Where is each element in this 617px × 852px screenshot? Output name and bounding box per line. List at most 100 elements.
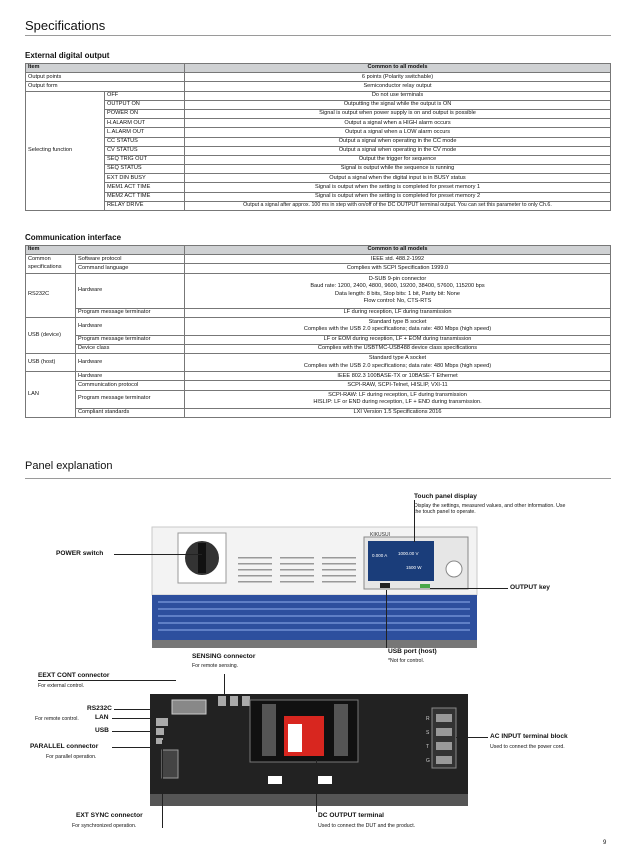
lan-port[interactable] [156,728,164,735]
value-cell: Complies with SCPI Specification 1999.0 [184,263,611,274]
value-line: Standard type A socket [368,355,427,362]
eext-cont-port[interactable] [171,699,207,715]
table-row: Program message terminator SCPI-RAW: LF … [26,389,611,409]
rotary-knob[interactable] [445,560,463,578]
item-cell: Communication protocol [74,380,186,391]
panel-title: Panel explanation [25,460,113,472]
screen-power: 1500 W [406,565,422,570]
header-cell: Common to all models [184,62,611,74]
power-switch-handle [198,543,206,573]
rs232c-desc: For remote control. [35,716,79,722]
table-row: Program message terminator LF during rec… [26,307,611,318]
sensing-port-2[interactable] [230,696,238,706]
common-spec-label: Common specifications [25,254,76,274]
usb-port[interactable] [156,738,163,744]
touch-panel-desc: Display the settings, measured values, a… [414,503,566,515]
item-cell: Device class [74,343,186,355]
lan-label: LAN [95,714,109,721]
table-row: Compliant standards LXI Version 1.5 Spec… [26,407,611,418]
item-cell: Command language [74,263,186,274]
table-header-row: Item Common to all models [24,244,611,256]
table-row: RS232C Hardware D-SUB 9-pin connector Ba… [25,272,611,318]
leader-line [456,737,488,738]
ext-sync-desc: For synchronized operation. [72,823,137,829]
screen-voltage: 1000.00 V [398,551,419,556]
ac-terminal [436,728,452,736]
ac-input-desc: Used to connect the power cord. [490,744,565,750]
function-name: EXT DIN BUSY [103,173,186,184]
dc-output-terminal-left[interactable] [262,704,276,756]
leader-line [316,760,317,812]
function-desc: Signal is output when the setting is com… [184,182,611,193]
touch-screen[interactable] [368,541,434,581]
value-line: Baud rate: 1200, 2400, 4800, 9600, 19200… [310,283,485,290]
ac-letter: R [426,716,430,722]
function-desc: Signal is output while the sequence is r… [184,164,611,175]
ext-digital-table: Item Common to all models Output points … [24,62,611,212]
sensing-desc: For remote sensing. [192,663,239,669]
function-name: OFF [103,90,186,101]
item-cell: Compliant standards [74,407,186,418]
item-cell: Output form [24,81,186,92]
dc-output-label: DC OUTPUT terminal [318,812,384,819]
function-desc: Output a signal when a LOW alarm occurs [184,127,611,138]
value-cell: Complies with the USBTMC-USB488 device c… [184,343,611,355]
function-name: SEQ TRIG OUT [103,154,186,166]
ac-terminal [436,742,452,750]
output-key-button[interactable] [420,584,430,588]
leader-line [38,680,176,681]
ac-letter: G [426,758,430,764]
comm-heading: Communication interface [25,233,122,242]
function-name: CV STATUS [103,145,186,156]
leader-line [112,718,156,719]
value-cell: D-SUB 9-pin connector Baud rate: 1200, 2… [184,272,611,309]
rs232c-port[interactable] [156,718,168,726]
function-desc: Output a signal when operating in the CV… [184,145,611,156]
lan-label: LAN [25,371,76,418]
dc-output-desc: Used to connect the DUT and the product. [318,823,416,829]
item-cell: Output points [24,72,186,83]
function-name: MEM2 ACT TIME [103,191,186,202]
value-line: Standard type B socket [368,318,427,325]
sensing-port-3[interactable] [242,696,250,706]
front-base [152,640,477,648]
function-name: MEM1 ACT TIME [103,182,186,193]
header-cell: Item [24,244,186,256]
power-switch-label: POWER switch [56,550,104,557]
screen-current: 0.000 A [372,553,387,558]
leader-line [224,674,225,696]
value-line: SCPI-RAW: LF during reception, LF during… [328,391,467,398]
item-cell: Program message terminator [74,389,186,409]
function-name: L.ALARM OUT [103,127,186,138]
table-row: Communication protocol SCPI-RAW, SCPI-Te… [26,380,611,391]
parallel-label: PARALLEL connector [30,743,99,750]
leader-line [414,500,415,542]
selecting-function-label: Selecting function [25,90,105,212]
value-cell: Semiconductor relay output [184,81,611,92]
page-number: 9 [603,840,607,846]
item-cell: Software protocol [74,254,186,265]
table-row: Device class Complies with the USBTMC-US… [26,343,611,355]
eext-cont-label: EEXT CONT connector [38,672,110,679]
function-desc: Output a signal when operating in the CC… [184,136,611,147]
rear-label-plate [318,776,332,784]
value-cell: SCPI-RAW, SCPI-Telnet, HISLIP, VXI-11 [184,380,611,391]
front-vents [238,557,356,583]
usb-host-port[interactable] [380,583,390,588]
function-desc: Signal is output when power supply is on… [184,108,611,120]
comm-table: Item Common to all models Common specifi… [24,244,611,418]
output-key-label: OUTPUT key [510,584,550,591]
function-name: OUTPUT ON [103,99,186,110]
sensing-port-1[interactable] [218,696,226,706]
dc-output-terminal-right[interactable] [334,704,348,756]
value-cell: 6 points (Polarity switchable) [184,72,611,83]
ext-sync-label: EXT SYNC connector [76,812,143,819]
table-row: USB (device) Hardware Standard type B so… [25,316,611,355]
parallel-port[interactable] [161,749,179,779]
